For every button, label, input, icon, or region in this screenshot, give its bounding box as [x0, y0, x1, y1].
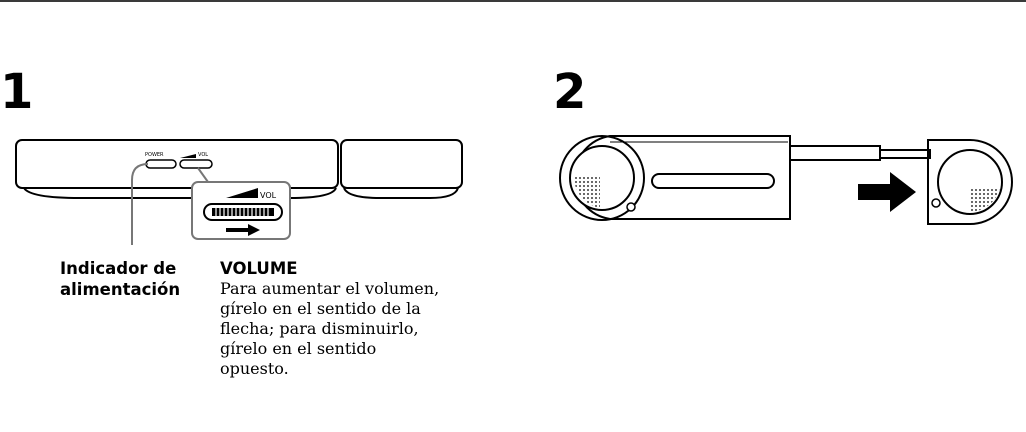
device-body-left: [15, 139, 339, 189]
volume-dial-small: [179, 159, 213, 169]
device-body-right: [340, 139, 463, 189]
extension-rod-thin: [879, 149, 931, 159]
arrow-right-icon: [226, 224, 260, 236]
vol-wedge-icon: [226, 188, 258, 198]
indicator-label-line2: alimentación: [60, 280, 181, 299]
power-leader-line: [131, 163, 149, 245]
volume-dial-ridges: [212, 208, 274, 216]
step-number-2: 2: [553, 64, 587, 120]
extension-rod-thick: [789, 145, 881, 161]
vol-label-small: VOL: [198, 152, 208, 158]
power-label: POWER: [145, 152, 164, 158]
vol-wedge-small-icon: [180, 154, 196, 158]
indicator-label-line1: Indicador de: [60, 259, 177, 278]
arrow-right-icon: [858, 172, 916, 212]
right-small-hole: [931, 198, 941, 208]
vol-label-callout: VOL: [260, 191, 277, 200]
figure-2-device-extend: [559, 135, 1013, 225]
volume-desc-line: gírelo en el sentido: [220, 339, 377, 358]
device-bottom-right: [343, 187, 459, 199]
top-rule: [0, 0, 1026, 2]
left-speaker-outer: [559, 135, 645, 221]
indicator-label: Indicador de alimentación: [60, 258, 180, 300]
volume-desc-line: gírelo en el sentido de la: [220, 299, 421, 318]
step-number-1: 1: [0, 64, 34, 120]
volume-desc-line: Para aumentar el volumen,: [220, 279, 440, 298]
left-small-hole: [626, 202, 636, 212]
right-unit-body: [927, 139, 1013, 225]
volume-description: Para aumentar el volumen, gírelo en el s…: [220, 279, 439, 379]
vol-leader-line: [197, 167, 209, 183]
volume-desc-line: opuesto.: [220, 359, 289, 378]
left-unit-slot: [651, 173, 775, 189]
power-indicator: [145, 159, 177, 169]
left-speaker-grille: [573, 176, 600, 208]
volume-heading: VOLUME: [220, 259, 298, 278]
device-bottom-left: [23, 187, 337, 199]
volume-desc-line: flecha; para disminuirlo,: [220, 319, 419, 338]
right-speaker-grille: [970, 188, 1000, 212]
figure-1-device-top: POWER VOL VOL: [15, 139, 463, 245]
